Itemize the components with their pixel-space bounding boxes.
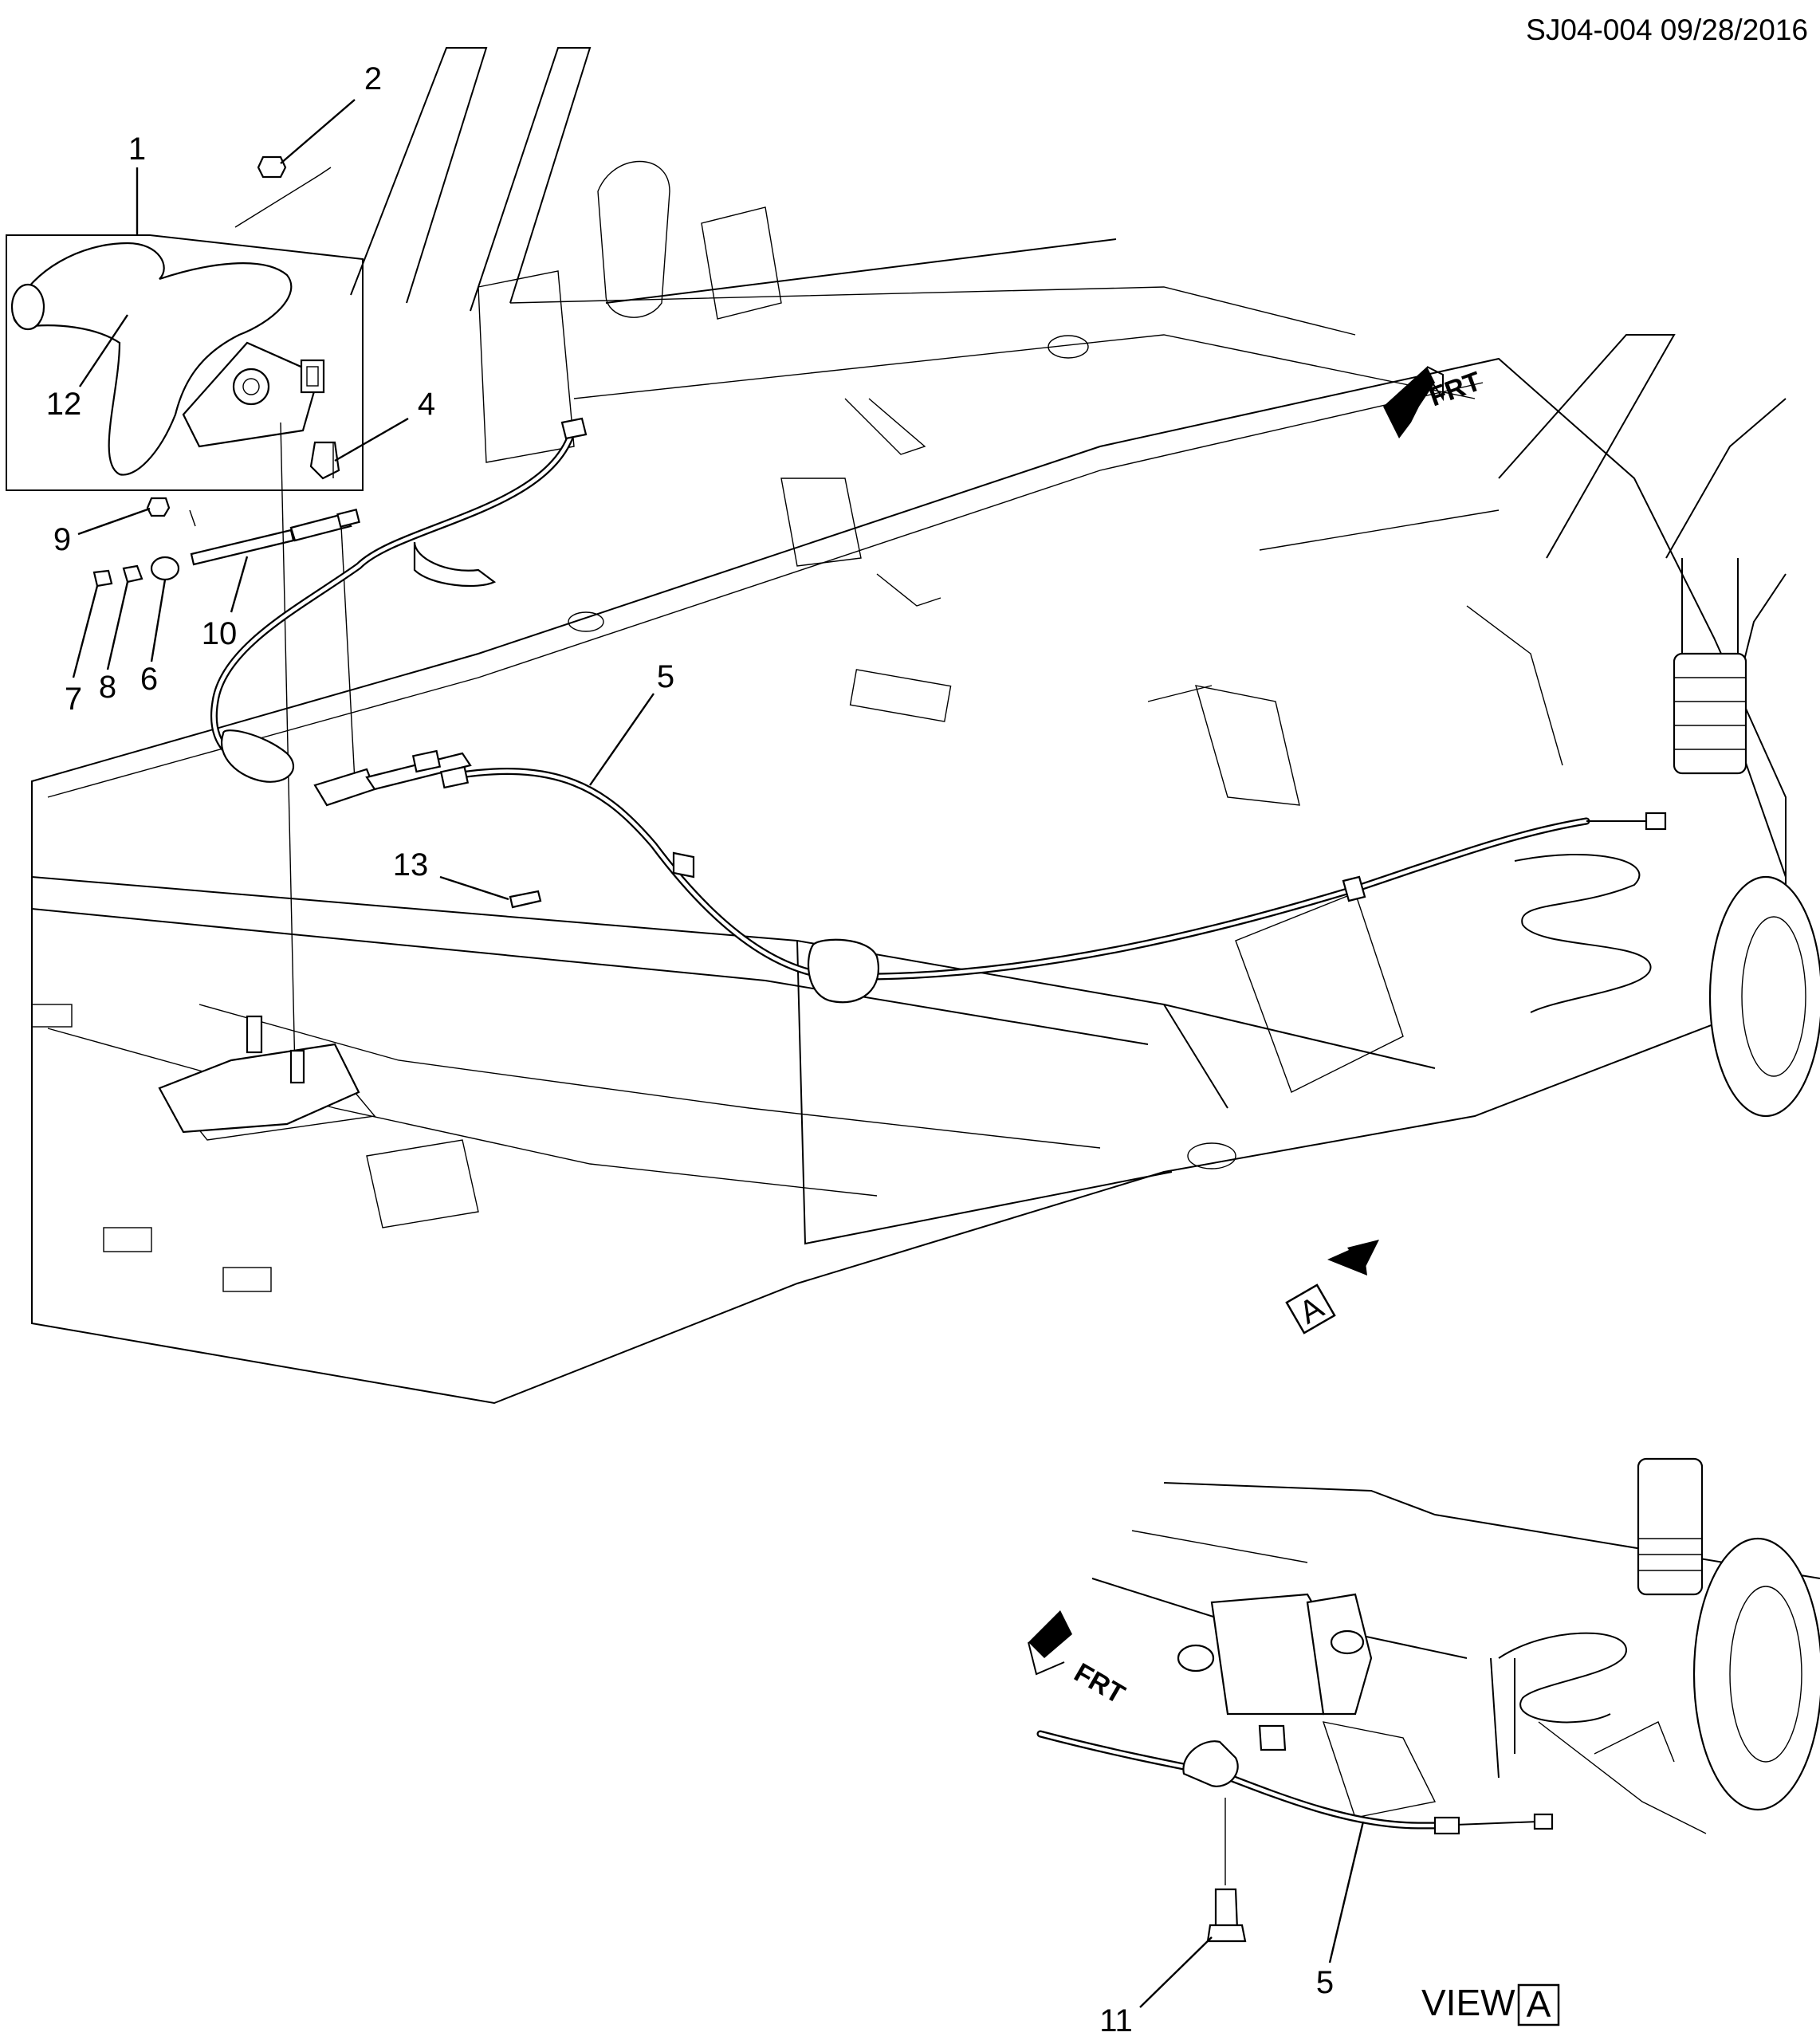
svg-text:VIEW: VIEW: [1421, 1982, 1515, 2023]
adjuster-rod-10: [190, 509, 360, 566]
lever-handle: [12, 242, 293, 476]
callout-11: 11: [1099, 2003, 1133, 2038]
svg-text:FRT: FRT: [1069, 1657, 1130, 1710]
callout-12: 12: [46, 387, 82, 422]
callout-8: 8: [99, 670, 116, 705]
callout-9: 9: [53, 522, 71, 557]
nut-7: [92, 569, 113, 588]
view-a-caption: VIEW A: [1421, 1982, 1560, 2026]
callout-13: 13: [393, 847, 429, 882]
callouts: 1 2 4 5 6 7 8 9 10 11 12 13 5: [46, 61, 1365, 2038]
view-a-front-arrow: FRT: [1028, 1610, 1130, 1710]
view-a-underbody: [1091, 1457, 1820, 1834]
nut-9: [146, 497, 171, 517]
callout-4: 4: [418, 387, 435, 422]
callout-6: 6: [140, 662, 158, 697]
vehicle-underbody: [31, 47, 1820, 1405]
callout-10: 10: [202, 616, 238, 651]
spacer-6: [150, 556, 180, 581]
callout-5-main: 5: [657, 659, 674, 694]
view-a-arrow: A: [1285, 1240, 1379, 1334]
parking-brake-lever-inset: [6, 234, 364, 491]
callout-2: 2: [364, 61, 382, 96]
grommet-lower: [807, 938, 879, 1004]
callout-7: 7: [65, 682, 82, 717]
callout-5-view: 5: [1316, 1965, 1334, 2000]
diagram-code: SJ04-004 09/28/2016: [1526, 14, 1808, 46]
svg-text:A: A: [1527, 1983, 1551, 2025]
park-brake-cable-5: [210, 417, 1667, 1004]
lever-mount-bracket: [158, 1015, 360, 1134]
bolt-11: [1206, 1798, 1247, 1943]
view-a-cable-5: [1036, 1730, 1554, 1835]
nut-2: [234, 155, 332, 228]
washer-8: [122, 564, 143, 584]
grommet-upper: [221, 729, 295, 783]
callout-1: 1: [128, 132, 146, 167]
front-direction-arrow: FRT: [1383, 366, 1485, 438]
pin-13: [509, 890, 542, 909]
clip-4: [309, 441, 340, 480]
